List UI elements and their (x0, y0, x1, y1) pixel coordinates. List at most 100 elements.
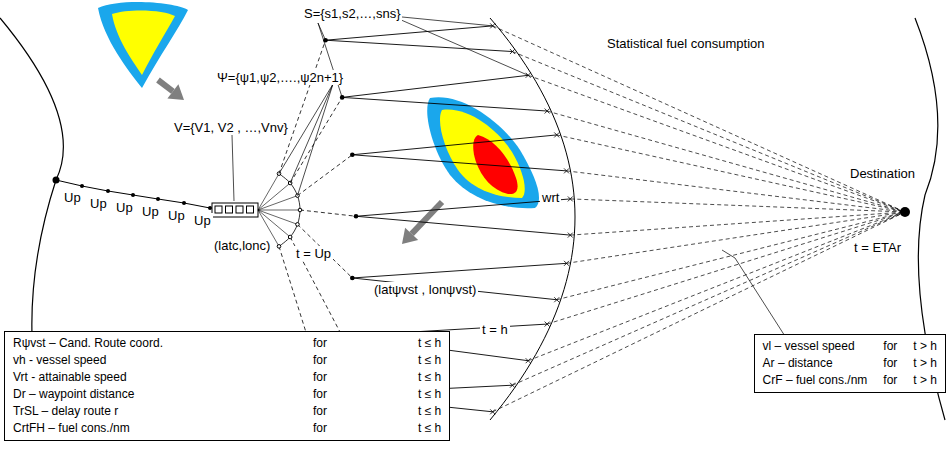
label-anchor: Up (88, 196, 109, 211)
label-anchor: Up (166, 208, 187, 223)
table-cell: t > h (913, 355, 937, 372)
time-step-label: Up (192, 213, 213, 228)
ship-cell (226, 206, 233, 213)
diagram-label: t = ETAr (852, 240, 903, 255)
table-cell: t ≤ h (418, 420, 441, 437)
statistical-leg (512, 52, 905, 212)
candidate-leg (326, 40, 513, 51)
statistical-leg (547, 212, 905, 324)
heading-line (258, 210, 297, 224)
table-cell: for (883, 338, 897, 355)
statistical-leg (547, 111, 905, 212)
label-anchor: t = ETAr (852, 240, 903, 255)
candidate-leg-dashed (300, 210, 356, 216)
table-cell: Dr – waypoint distance (13, 386, 313, 403)
ship-cell (236, 206, 243, 213)
table-cell: CrtFH – fuel cons./nm (13, 420, 313, 437)
leader-line (722, 250, 784, 334)
statistical-leg (567, 212, 905, 263)
table-cell: t > h (913, 338, 937, 355)
drift-arrow-shaft (158, 80, 173, 91)
track-point (80, 184, 84, 188)
statistical-leg (528, 75, 905, 212)
label-anchor: t = Up (294, 246, 333, 261)
waypoint-dot (354, 214, 359, 219)
table-cell: Vrt - attainable speed (13, 369, 313, 386)
table-cell: t ≤ h (418, 352, 441, 369)
label-anchor: Up (62, 190, 83, 205)
candidate-leg (352, 155, 566, 171)
table-cell: vh - vessel speed (13, 352, 313, 369)
heading-line (258, 196, 297, 210)
drift-arrow-head (167, 84, 184, 100)
label-anchor: S={s1,s2,…,sns} (302, 6, 402, 21)
leader-line (297, 84, 333, 196)
leader-line (392, 16, 528, 75)
heading-line (258, 210, 300, 211)
track-point (182, 201, 186, 205)
candidate-leg-dashed (290, 237, 342, 336)
track-point (131, 193, 135, 197)
label-anchor: wrt (540, 190, 561, 205)
coastline-left (0, 18, 63, 335)
candidate-leg (342, 75, 528, 97)
heading-line (258, 174, 279, 210)
ship-cell (247, 206, 254, 213)
leader-line (318, 23, 342, 97)
horizon-mark (545, 109, 550, 114)
table-cell: t > h (913, 372, 937, 389)
candidate-leg (352, 135, 556, 155)
table-cell: for (313, 352, 418, 369)
waypoint-dot (350, 276, 355, 281)
label-anchor: (latψvst , lonψvst) (372, 282, 478, 297)
horizon-mark (510, 49, 515, 54)
leader-line (232, 135, 234, 201)
horizon-mark (568, 196, 573, 201)
label-anchor: (latc,lonc) (212, 238, 272, 253)
horizon-mark (526, 358, 531, 363)
weather-cell-middle (440, 110, 525, 198)
label-anchor: Ψ={ψ1,ψ2,….,ψ2n+1} (215, 70, 345, 85)
track-point (106, 189, 110, 193)
table-cell: t ≤ h (418, 386, 441, 403)
table-cell: for (313, 403, 418, 420)
time-step-label: Up (62, 190, 83, 205)
table-cell: t ≤ h (418, 369, 441, 386)
table-cell: TrSL – delay route r (13, 403, 313, 420)
table-cell: Ar – distance (763, 355, 868, 372)
heading-dot (288, 235, 292, 239)
horizon-mark (568, 233, 573, 238)
diagram-label: Destination (848, 166, 917, 181)
track-point (53, 177, 60, 184)
diagram-label: V={V1, V2 , …,Vnv} (172, 120, 290, 135)
heading-dot (277, 245, 281, 249)
statistical-leg (557, 212, 905, 300)
leader-line (290, 84, 333, 183)
heading-arc (279, 174, 300, 247)
label-anchor: Up (140, 204, 161, 219)
horizon-variables-box: Rψvst – Cand. Route coord.fort ≤ hvh - v… (4, 331, 450, 441)
diagram-label: S={s1,s2,…,sns} (302, 6, 402, 21)
diagram-label: Statistical fuel consumption (605, 36, 767, 51)
label-anchor: Destination (848, 166, 917, 181)
track-point (156, 197, 160, 201)
candidate-leg (352, 263, 566, 278)
ship-icon (212, 203, 258, 217)
diagram-label: Ψ={ψ1,ψ2,….,ψ2n+1} (215, 70, 345, 85)
candidate-leg-dashed (279, 40, 326, 173)
drift-arrow-shaft (412, 202, 442, 234)
weather-cell-inner (112, 10, 175, 75)
horizon-mark (554, 297, 559, 302)
label-anchor: Up (114, 200, 135, 215)
track-point (208, 206, 212, 210)
diagram-label: (latψvst , lonψvst) (372, 282, 478, 297)
horizon-mark (554, 132, 559, 137)
diagram-label: wrt (540, 190, 561, 205)
diagram-label: (latc,lonc) (212, 238, 272, 253)
statistical-leg (493, 26, 905, 212)
weather-cell-outer (98, 2, 188, 88)
heading-line (258, 210, 290, 237)
table-cell: for (313, 420, 418, 437)
candidate-leg-dashed (297, 155, 352, 196)
horizon-mark (564, 168, 569, 173)
